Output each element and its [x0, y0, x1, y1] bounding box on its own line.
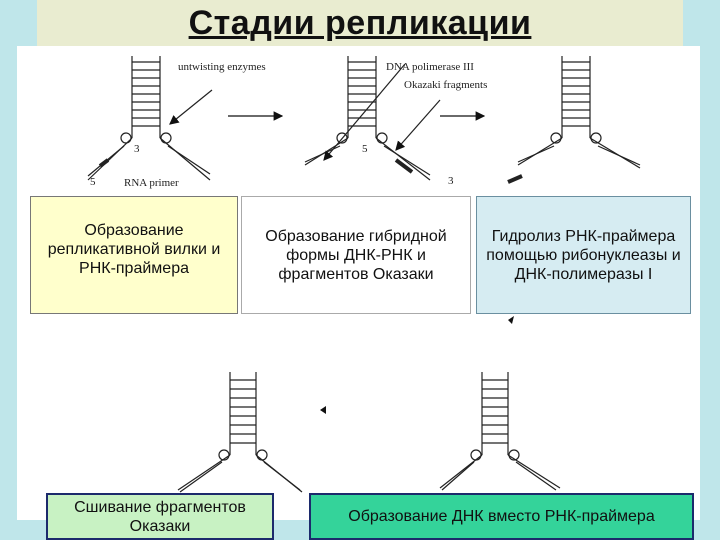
stage-hydrolysis-box: Гидролиз РНК-праймера помощью рибонуклеа… — [476, 196, 691, 314]
stage-fork-primer-box: Образование репликативной вилки и РНК-пр… — [30, 196, 238, 314]
slide-title: Стадии репликации — [188, 4, 532, 42]
stage-fork-primer-text: Образование репликативной вилки и РНК-пр… — [47, 222, 221, 277]
untwisting-label: untwisting enzymes — [178, 61, 266, 73]
fork-diagram-2 — [304, 56, 441, 181]
stage-dna-instead-box: Образование ДНК вместо РНК-праймера — [309, 493, 694, 540]
fork-diagram-5 — [439, 372, 561, 491]
label-3-b: 3 — [448, 175, 454, 187]
dna-polymerase-label: DNA polimerase III — [386, 61, 474, 73]
label-5-a: 5 — [90, 176, 96, 188]
fork-diagram-1 — [87, 56, 213, 181]
okazaki-label: Okazaki fragments — [404, 79, 487, 91]
stage-ligation-box: Сшивание фрагментов Оказаки — [46, 493, 274, 540]
title-bar: Стадии репликации — [37, 0, 683, 46]
label-5-b: 5 — [362, 143, 368, 155]
label-3-a: 3 — [134, 143, 140, 155]
arrow-4 — [320, 406, 326, 414]
stage-hydrolysis-text: Гидролиз РНК-праймера помощью рибонуклеа… — [486, 227, 681, 283]
fork-diagram-3 — [507, 56, 641, 184]
arrow-3 — [508, 316, 514, 324]
stage-ligation-text: Сшивание фрагментов Оказаки — [74, 498, 246, 535]
stage-dna-instead-text: Образование ДНК вместо РНК-праймера — [348, 508, 655, 525]
rna-primer-label: RNA primer — [124, 177, 179, 189]
stage-hybrid-box: Образование гибридной формы ДНК-РНК и фр… — [241, 196, 471, 314]
fork-diagram-4 — [177, 372, 303, 493]
stage-hybrid-text: Образование гибридной формы ДНК-РНК и фр… — [265, 228, 447, 283]
